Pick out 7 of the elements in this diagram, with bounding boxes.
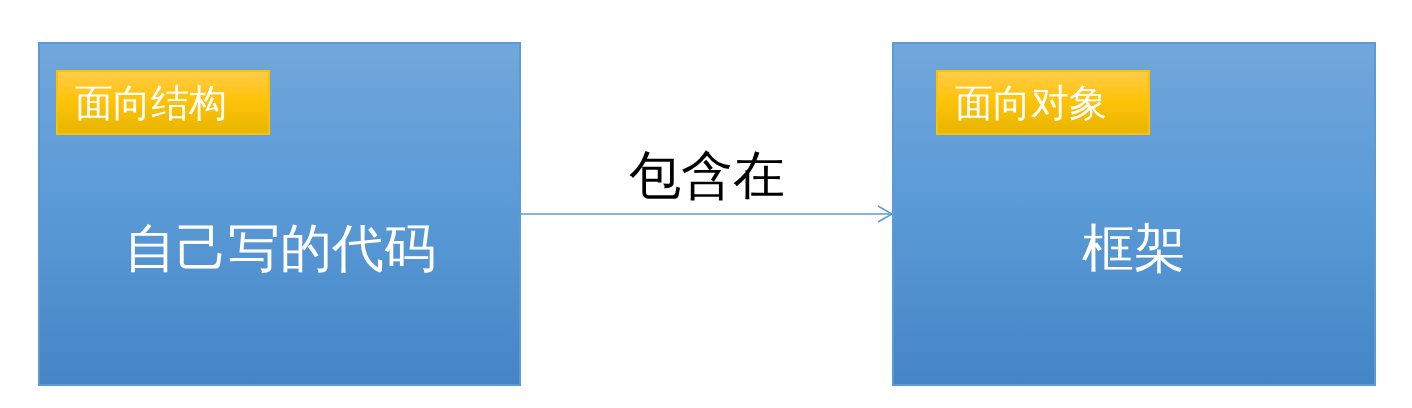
content-box	[892, 42, 1376, 386]
content-box	[38, 42, 521, 386]
heading-tag: 面向对象	[936, 70, 1150, 135]
box-text: 框架	[1082, 222, 1186, 274]
box-text: 自己写的代码	[123, 222, 436, 274]
arrow	[520, 205, 893, 223]
heading-tag: 面向结构	[56, 70, 270, 135]
